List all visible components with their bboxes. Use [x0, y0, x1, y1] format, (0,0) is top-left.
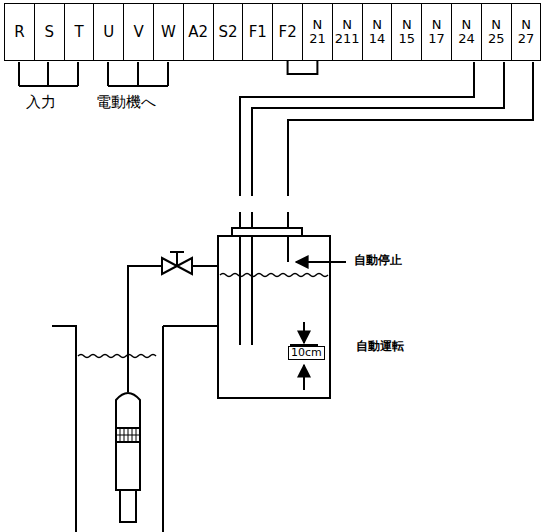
- terminal-cell: A2: [183, 3, 214, 61]
- pump-strainer: [116, 428, 140, 442]
- terminal-cell: F1: [242, 3, 273, 61]
- run-label: 自動運転: [354, 340, 406, 353]
- dim-arrow-down: [303, 322, 305, 343]
- terminal-label: N 15: [394, 18, 420, 47]
- terminal-label: N 27: [513, 18, 539, 47]
- terminal-cell: N 24: [451, 3, 482, 61]
- terminal-label: N 21: [305, 18, 331, 47]
- terminal-label: F2: [275, 24, 301, 41]
- terminal-cell: V: [123, 3, 154, 61]
- terminal-cell: N 14: [362, 3, 393, 61]
- stop-leader: [296, 261, 346, 263]
- terminal-cell: N 17: [421, 3, 452, 61]
- terminal-label: V: [126, 24, 152, 41]
- terminal-cell: S: [34, 3, 65, 61]
- terminal-label: S: [36, 24, 62, 41]
- well: [52, 326, 163, 532]
- terminal-label: N 14: [364, 18, 390, 47]
- terminal-cell: F2: [272, 3, 303, 61]
- pump-body: [116, 393, 140, 522]
- motor-wires: [108, 62, 168, 86]
- terminal-label: N 17: [424, 18, 450, 47]
- terminal-label: T: [66, 24, 92, 41]
- dim-arrow-up: [303, 365, 305, 390]
- tank: [218, 236, 330, 398]
- terminal-label: N 211: [334, 18, 360, 47]
- terminal-cell: N 211: [332, 3, 363, 61]
- valve: [162, 252, 192, 274]
- terminal-label: U: [96, 24, 122, 41]
- stop-label: 自動停止: [352, 254, 404, 267]
- terminal-cell: N 25: [481, 3, 512, 61]
- terminal-cell: N 27: [511, 3, 542, 61]
- terminal-label: R: [7, 24, 33, 41]
- jumper-wire: [288, 61, 318, 74]
- water-line: [220, 274, 328, 277]
- terminal-cell: W: [153, 3, 184, 61]
- wire-n25: [252, 62, 504, 345]
- terminal-label: W: [156, 24, 182, 41]
- terminal-cell: U: [93, 3, 124, 61]
- terminal-cell: T: [64, 3, 95, 61]
- input-label: 入力: [24, 94, 58, 111]
- terminal-cell: N 15: [391, 3, 422, 61]
- input-wires: [19, 62, 78, 86]
- strainer-slot: [116, 435, 140, 436]
- pipe: [128, 266, 218, 392]
- overflow-pipe: [163, 325, 218, 327]
- terminal-cell: R: [4, 3, 35, 61]
- wire-n27: [288, 62, 533, 262]
- dimension-label: 10cm: [288, 346, 325, 360]
- terminal-label: F1: [245, 24, 271, 41]
- terminal-label: A2: [185, 24, 211, 41]
- motor-label: 電動機へ: [94, 94, 158, 111]
- electrode-holder: [232, 228, 302, 236]
- terminal-label: N 24: [454, 18, 480, 47]
- terminal-label: S2: [215, 24, 241, 41]
- water-line: [78, 355, 156, 358]
- wire-n24: [240, 62, 474, 345]
- terminal-label: N 25: [483, 18, 509, 47]
- terminal-cell: S2: [213, 3, 244, 61]
- terminal-cell: N 21: [302, 3, 333, 61]
